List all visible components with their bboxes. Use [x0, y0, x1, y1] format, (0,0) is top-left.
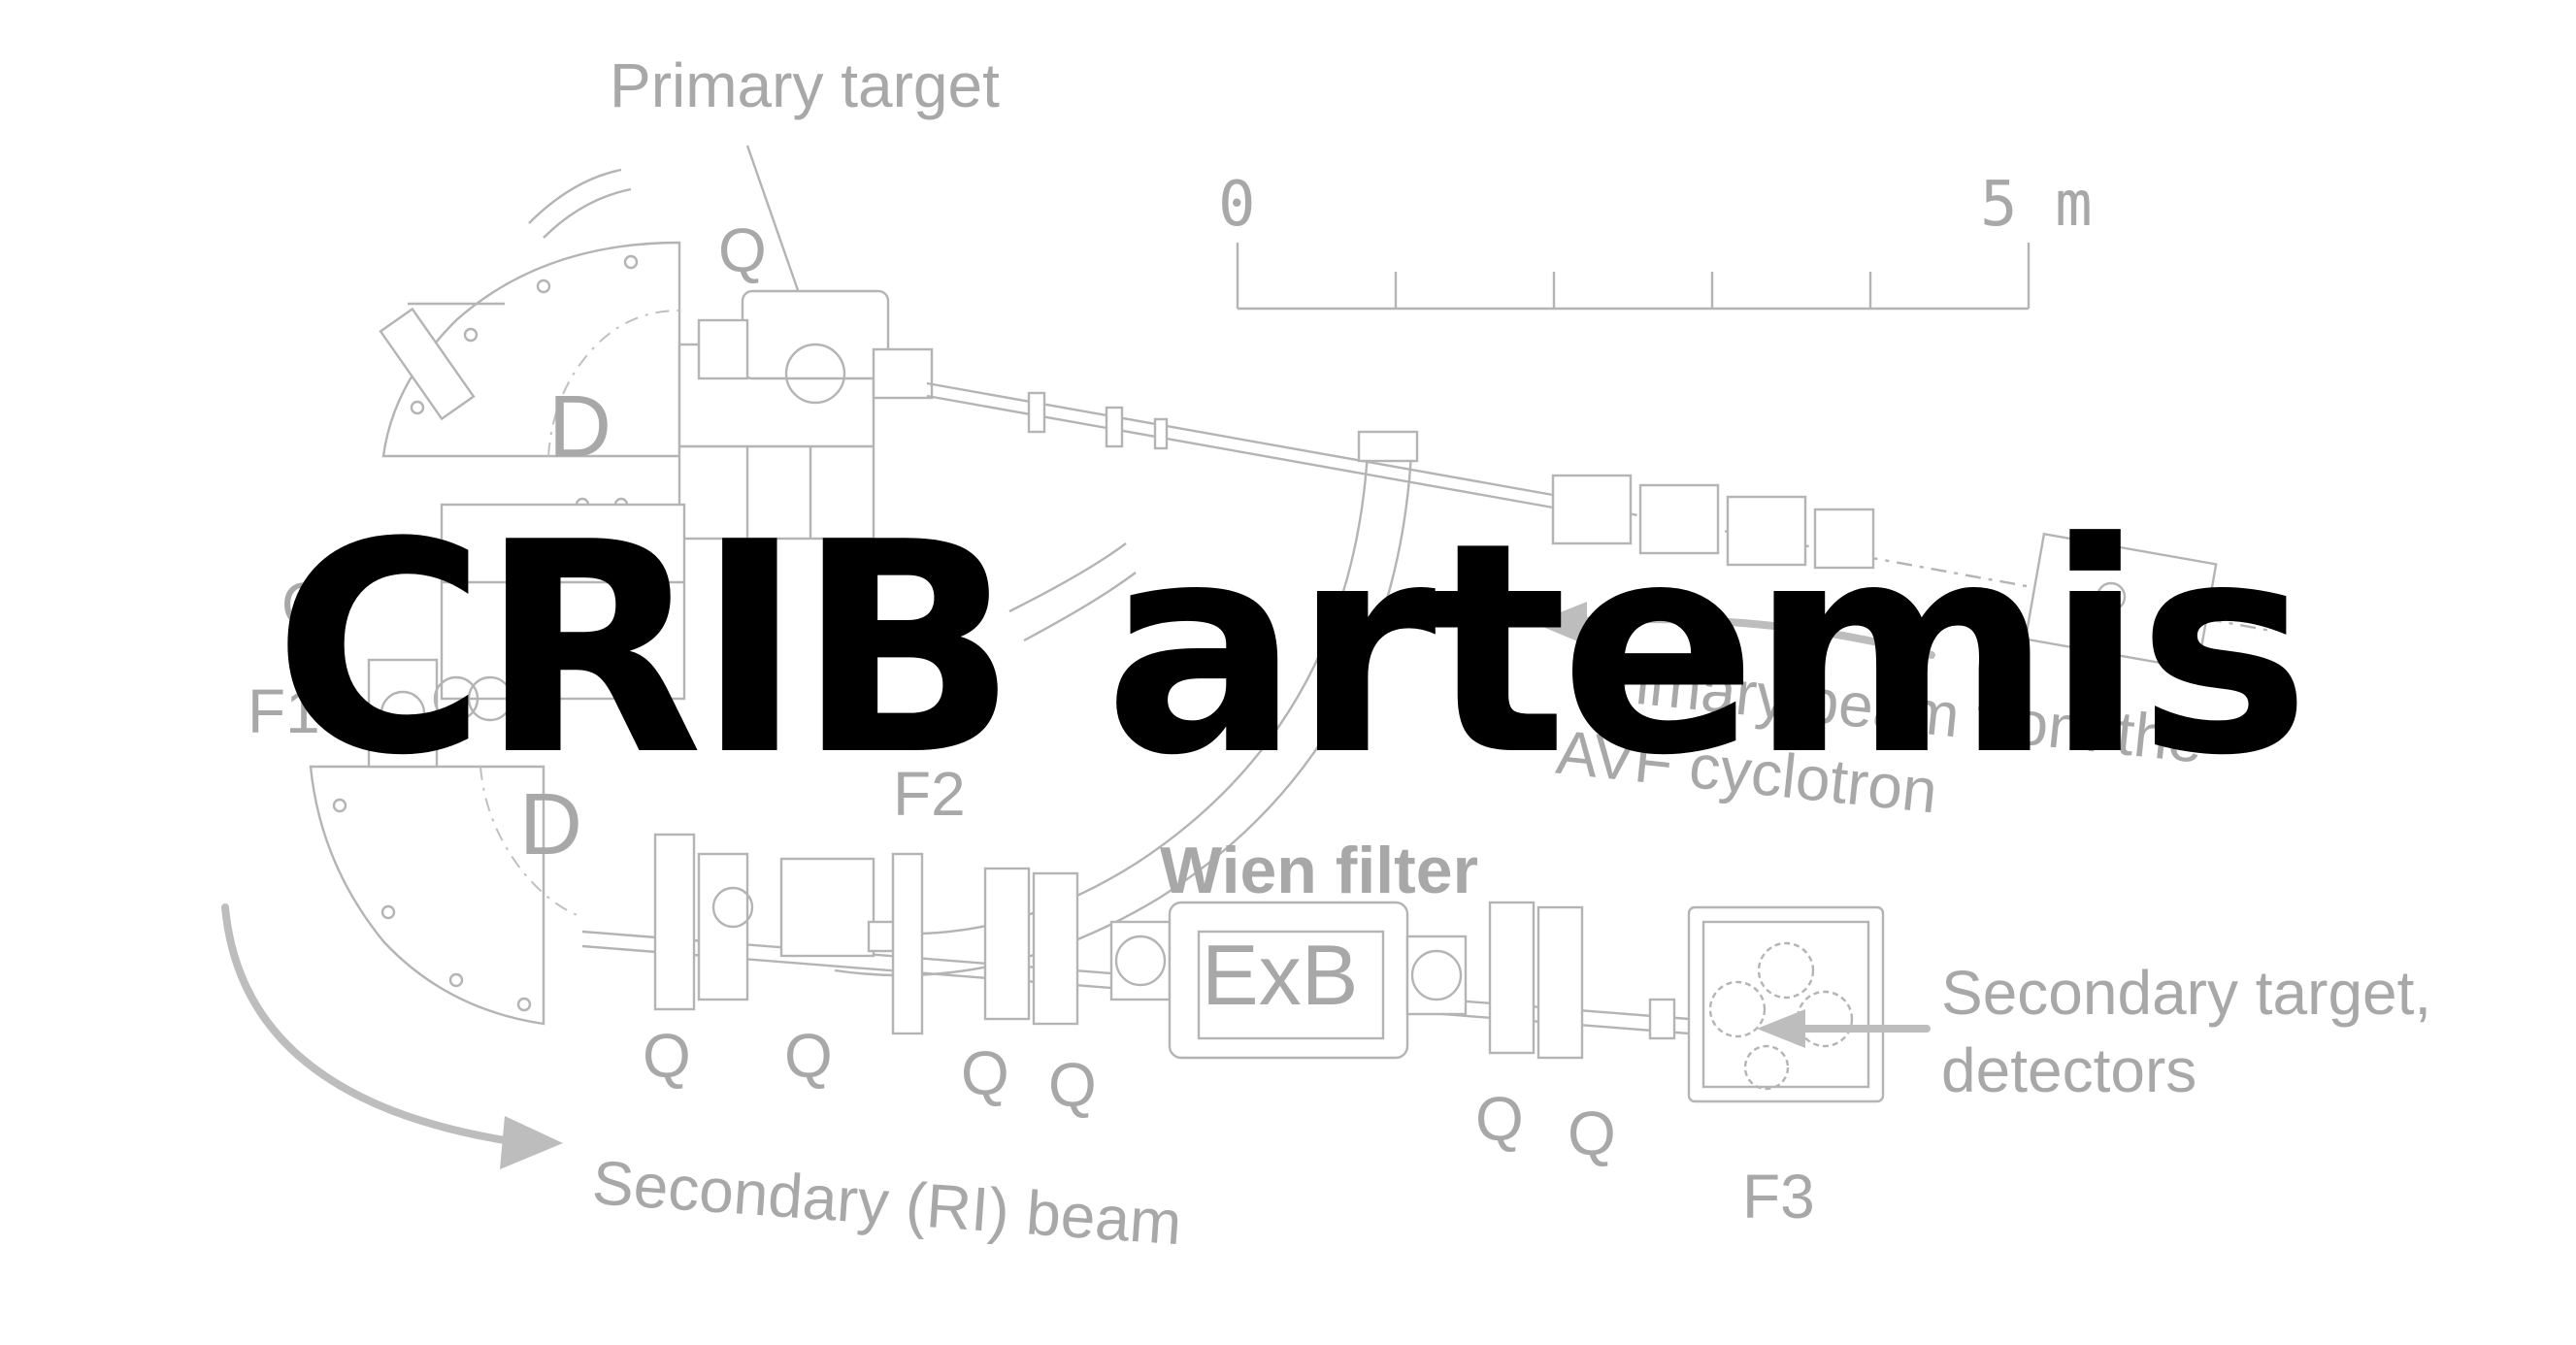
- primary-target-label: Primary target: [610, 50, 1000, 120]
- scale-bar: 0 5 m: [1218, 169, 2093, 311]
- primary-beam-arrow: [1578, 615, 1935, 659]
- quadrupole-6-label: Q: [1568, 1099, 1616, 1168]
- dipole-lower-label: D: [519, 776, 582, 873]
- dipole-upper: [379, 168, 681, 512]
- f1-label: F1: [248, 676, 320, 746]
- f2-label: F2: [893, 759, 966, 829]
- secondary-beam-label: Secondary (RI) beam: [590, 1147, 1184, 1258]
- secondary-target-label-line2: detectors: [1941, 1035, 2196, 1105]
- wien-filter-label: Wien filter: [1160, 834, 1478, 907]
- primary-beam-line: [926, 381, 2272, 672]
- exb-label: ExB: [1202, 927, 1358, 1023]
- quadrupole-4-label: Q: [1048, 1050, 1097, 1120]
- quadrupole-5-label: Q: [1475, 1084, 1524, 1154]
- quadrupole-3-label: Q: [961, 1038, 1009, 1108]
- f3-label: F3: [1742, 1162, 1815, 1231]
- f1-quadrupoles: [367, 658, 513, 769]
- scale-start-label: 0: [1218, 169, 1256, 241]
- quadrupole-2-label: Q: [784, 1021, 833, 1091]
- arc-beamline: [834, 430, 1419, 977]
- lower-beamline: [581, 833, 1885, 1103]
- scale-end-label: 5 m: [1980, 169, 2093, 241]
- dipole-lower: [309, 765, 583, 1026]
- quadrupole-1-label: Q: [643, 1021, 691, 1091]
- secondary-target-label-line1: Secondary target,: [1941, 958, 2431, 1028]
- quadrupole-top-label: Q: [718, 215, 767, 285]
- dipole-upper-label: D: [548, 378, 611, 476]
- primary-target-chamber: [697, 289, 934, 405]
- main-title: CRIB artemis: [273, 480, 2310, 819]
- quadrupole-side-label: Q: [281, 570, 330, 640]
- secondary-beam-arrow: [221, 903, 509, 1144]
